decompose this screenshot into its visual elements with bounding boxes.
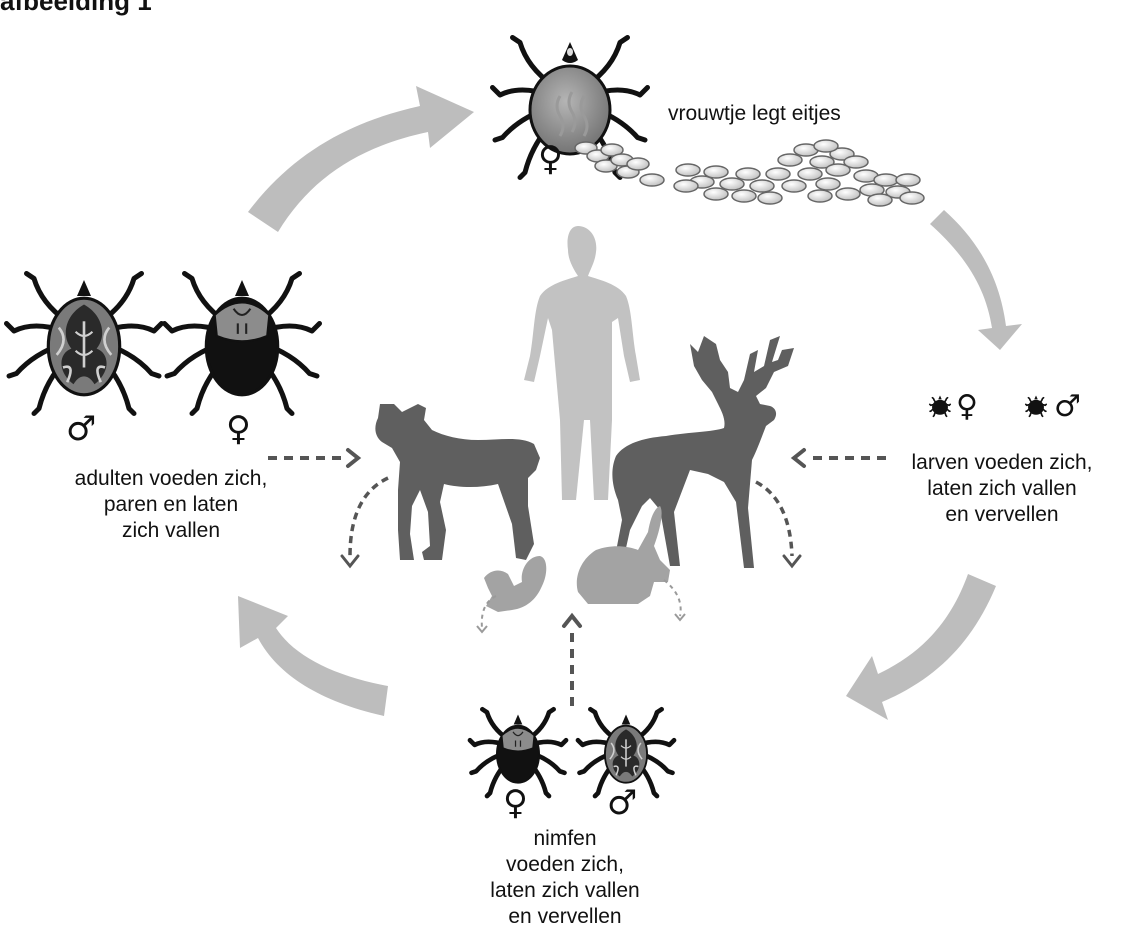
drop-arrow-dog: [350, 478, 388, 556]
label-adults-line: paren en laten: [36, 492, 306, 518]
egg-laying-female-symbol: ♀: [538, 142, 563, 176]
cycle-arrow-nymphs-to-adults: [238, 596, 388, 716]
drop-arrowhead-dog: [342, 556, 358, 566]
cycle-arrow-adults-to-eggs: [248, 86, 474, 232]
small-drop-arrowheads: [477, 614, 685, 632]
drop-arrow-rabbit: [664, 580, 681, 616]
squirrel-silhouette-icon: [484, 556, 546, 612]
dog-silhouette-icon: [375, 404, 540, 560]
larva-female-symbol: ♀: [956, 392, 978, 422]
attach-arrowhead-larvae: [794, 450, 804, 466]
tick-adult-female-icon: [165, 274, 320, 414]
deer-silhouette-icon: [612, 336, 794, 568]
tick-larva-female-icon: [930, 395, 950, 416]
label-nymphs-line: en vervellen: [440, 904, 690, 930]
cycle-arrow-eggs-to-larvae: [930, 210, 1022, 350]
drop-arrowhead-squirrel: [477, 626, 487, 632]
tick-larva-male-icon: [1026, 395, 1046, 416]
label-larvae: larven voeden zich, laten zich vallen en…: [880, 450, 1124, 528]
tick-adult-male-icon: [7, 274, 162, 414]
label-nymphs-line: laten zich vallen: [440, 878, 690, 904]
larva-male-symbol: ♂: [1054, 392, 1081, 422]
nymph-male-symbol: ♂: [607, 786, 637, 820]
label-larvae-line: en vervellen: [880, 502, 1124, 528]
label-adults-line: zich vallen: [36, 518, 306, 544]
drop-arrow-deer: [756, 482, 792, 556]
label-nymphs-line: nimfen: [440, 826, 690, 852]
cycle-arrow-larvae-to-nymphs: [846, 574, 996, 720]
label-larvae-line: larven voeden zich,: [880, 450, 1124, 476]
egg-cluster-icon: [575, 140, 924, 206]
adult-male-symbol: ♂: [66, 412, 96, 446]
attach-arrowhead-nymphs: [564, 616, 580, 626]
label-egg-laying: vrouwtje legt eitjes: [668, 101, 841, 127]
label-nymphs-line: voeden zich,: [440, 852, 690, 878]
label-adults: adulten voeden zich, paren en laten zich…: [36, 466, 306, 544]
label-nymphs: nimfen voeden zich, laten zich vallen en…: [440, 826, 690, 930]
attach-arrowhead-adults: [348, 450, 358, 466]
drop-arrowhead-deer: [784, 556, 800, 566]
label-adults-line: adulten voeden zich,: [36, 466, 306, 492]
label-larvae-line: laten zich vallen: [880, 476, 1124, 502]
nymph-female-symbol: ♀: [503, 786, 528, 820]
adult-female-symbol: ♀: [226, 412, 251, 446]
